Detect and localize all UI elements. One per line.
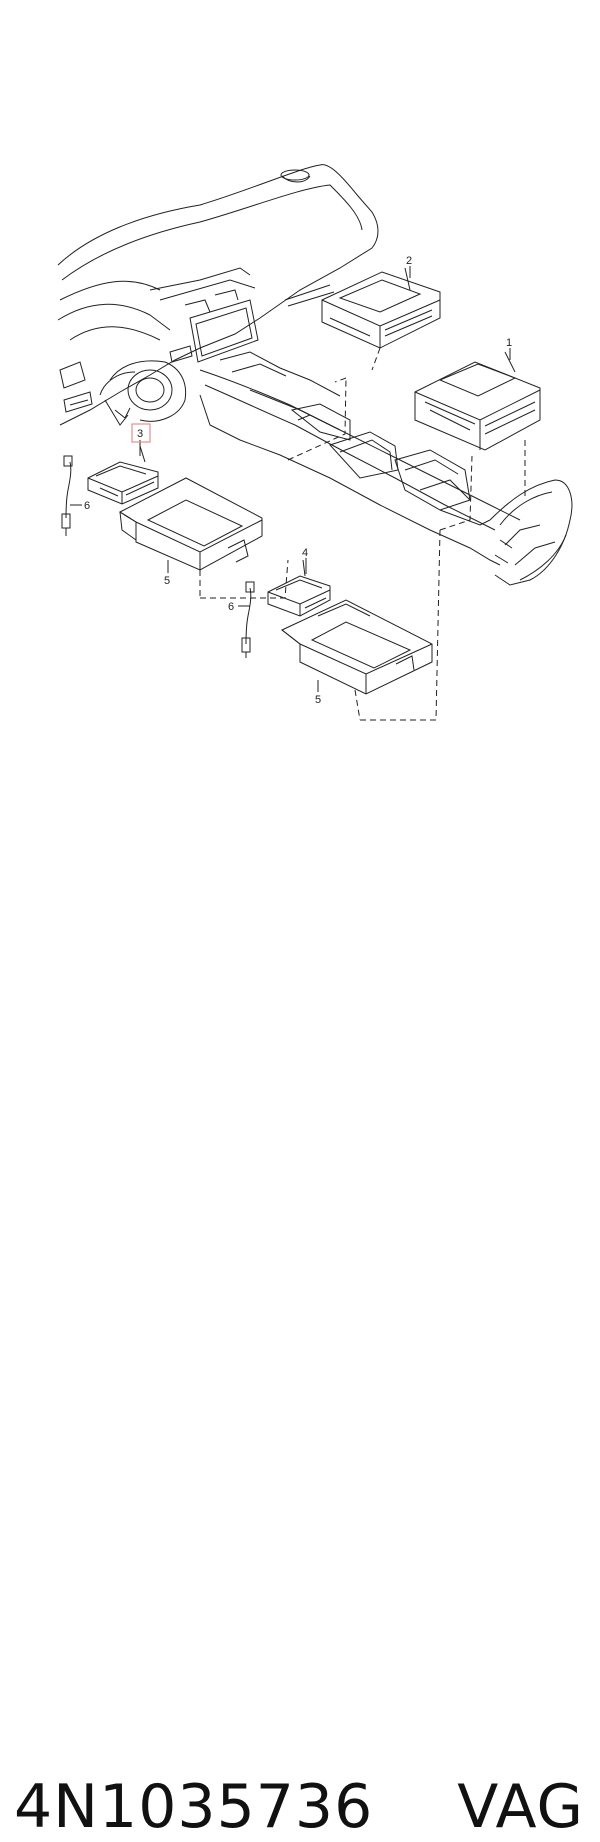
callout-6-lower: 6 [228,601,234,613]
assembly-leader-lines [199,347,526,721]
callout-leaders [70,266,511,692]
part-2-radio-unit [321,267,441,349]
callout-5-upper: 5 [164,575,170,587]
part-5-tray-lower [281,599,433,695]
part-4-control-module [267,559,331,617]
part-6-cable-lower [241,581,255,658]
part-5-tray-upper [118,477,263,571]
callout-5-lower: 5 [315,694,321,706]
dashboard-outline [57,164,379,426]
steering-wheel [99,360,187,426]
part-3-control-module [87,445,159,505]
callout-4: 4 [302,547,308,559]
callout-3: 3 [137,428,143,440]
callout-1: 1 [506,337,512,349]
brand: VAG [457,1772,584,1842]
part-3-highlight-box [131,423,151,443]
callout-2: 2 [406,255,412,267]
part-6-cable-upper [61,455,73,536]
parts-exploded-diagram: 1 2 3 4 5 5 6 6 [57,164,573,721]
center-console [199,351,573,586]
part-number: 4N1035736 [14,1772,374,1842]
footer: 4N1035736 VAG [0,880,600,1842]
callout-6-upper: 6 [84,500,90,512]
part-1-radio-unit [414,351,541,451]
